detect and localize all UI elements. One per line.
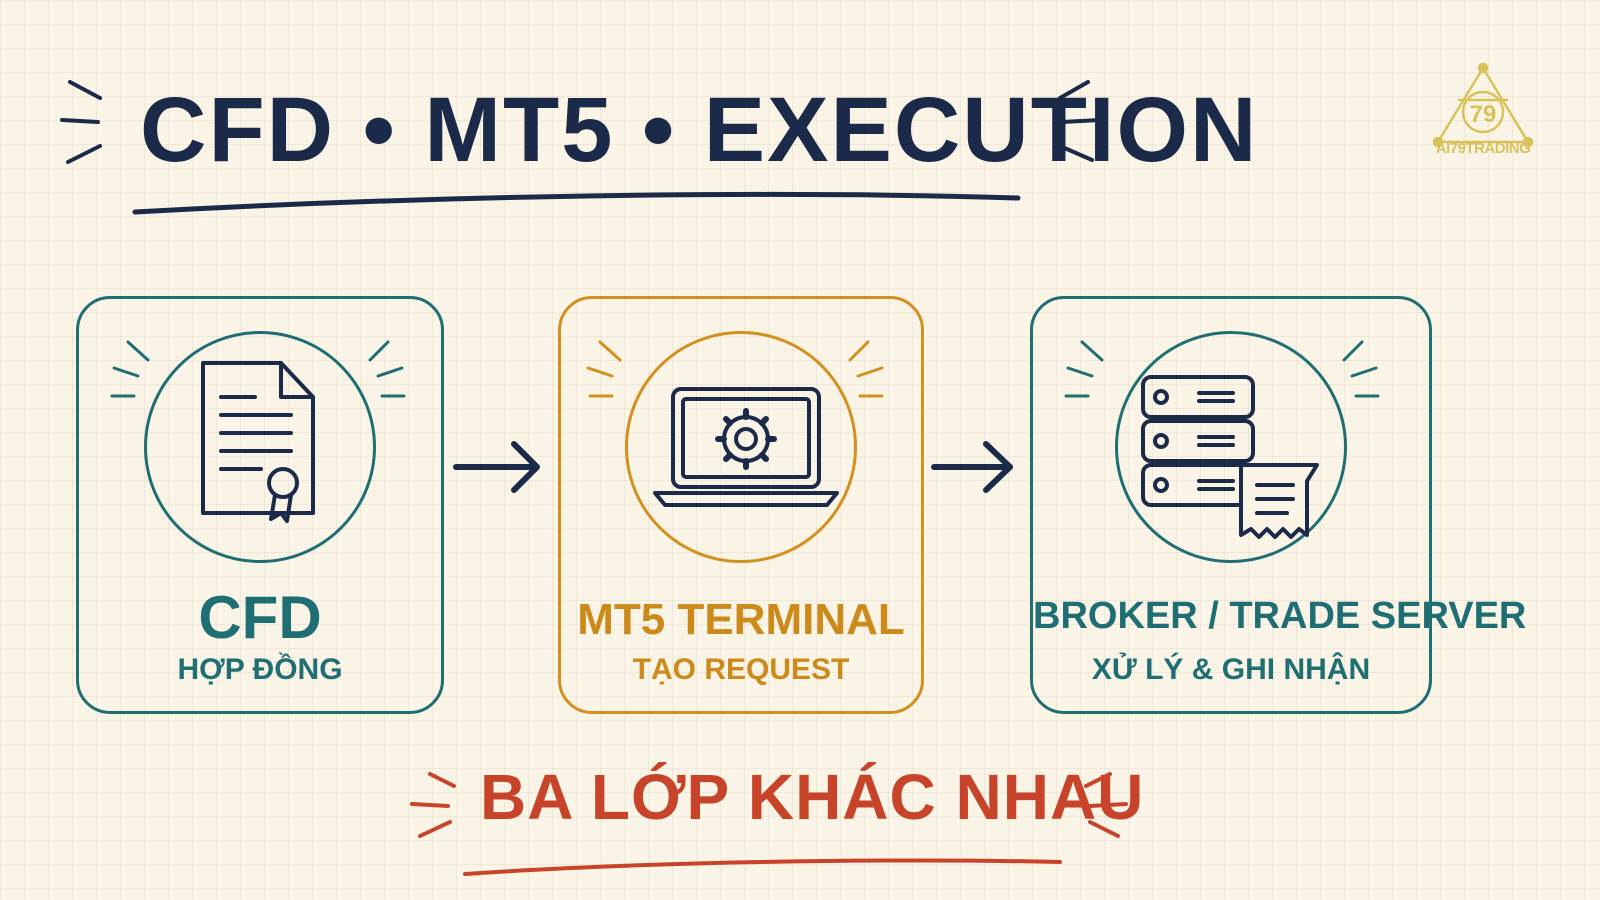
contract-document-icon	[201, 361, 315, 523]
page-title: CFD • MT5 • EXECUTION	[140, 79, 1259, 181]
title-spark-right	[1058, 80, 1102, 162]
arrow-right-icon	[453, 441, 540, 493]
circle-spark-marks	[1064, 340, 1380, 398]
title-underline	[132, 191, 1021, 215]
circle-spark-marks	[586, 340, 884, 398]
footer-spark-right	[1084, 772, 1128, 838]
card-subtitle: XỬ LÝ & GHI NHẬN	[1091, 653, 1371, 686]
footer-underline	[463, 858, 1062, 876]
card-subtitle: TẠO REQUEST	[632, 653, 850, 686]
laptop-gear-icon	[653, 387, 839, 507]
logo-mark: 79	[1470, 101, 1497, 128]
footer-spark-left	[410, 772, 456, 838]
logo-text: AI79TRADING	[1435, 140, 1531, 157]
footer-caption: BA LỚP KHÁC NHAU	[480, 761, 1145, 833]
circle-spark-marks	[110, 340, 406, 398]
server-receipt-icon	[1141, 375, 1319, 539]
ai79trading-logo-icon: 79	[1432, 62, 1534, 148]
title-spark-left	[60, 80, 102, 164]
icon-circle	[1115, 331, 1347, 563]
arrow-right-icon	[931, 441, 1013, 493]
card-mt5-terminal: MT5 TERMINAL TẠO REQUEST	[558, 296, 924, 714]
card-title: MT5 TERMINAL	[577, 595, 905, 644]
card-cfd: CFD HỢP ĐỒNG	[76, 296, 444, 714]
card-title: CFD	[198, 584, 322, 651]
icon-circle	[625, 331, 857, 563]
card-title: BROKER / TRADE SERVER	[1033, 595, 1527, 637]
card-subtitle: HỢP ĐỒNG	[177, 653, 343, 686]
card-broker-trade-server: BROKER / TRADE SERVER XỬ LÝ & GHI NHẬN	[1030, 296, 1527, 714]
icon-circle	[144, 331, 376, 563]
